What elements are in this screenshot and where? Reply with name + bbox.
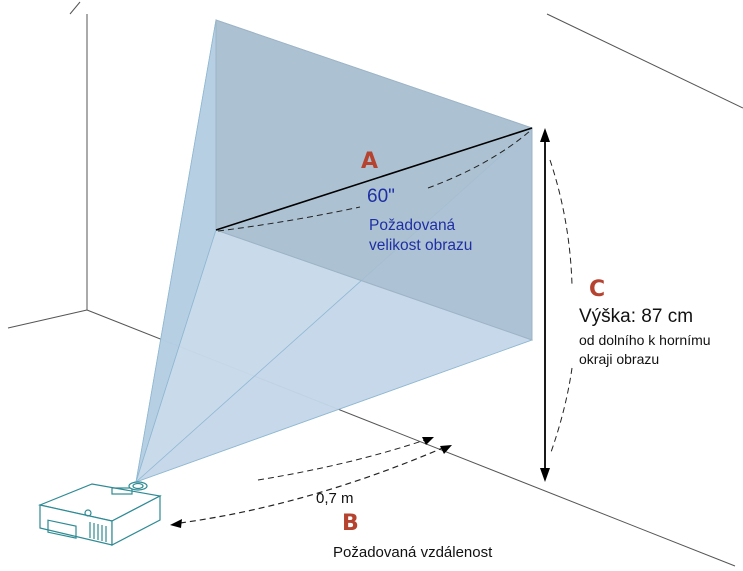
image-size-label-line2: velikost obrazu	[369, 237, 472, 254]
label-b-letter: B	[342, 511, 359, 536]
label-a-letter: A	[361, 149, 378, 174]
floor-left-line	[7, 309, 88, 329]
projector-icon	[37, 481, 162, 546]
distance-callout-arrowhead	[422, 437, 434, 445]
diagonal-size-text: 60"	[367, 186, 395, 207]
distance-callout-upper	[257, 439, 426, 481]
distance-arrow	[170, 445, 452, 528]
distance-label-text: Požadovaná vzdálenost	[333, 544, 493, 561]
height-desc-line2: okraji obrazu	[579, 351, 659, 367]
distance-value-text: 0,7 m	[316, 490, 354, 507]
height-callout-bottom	[549, 367, 573, 456]
diagonal-callout-left	[217, 206, 361, 232]
label-c-letter: C	[589, 277, 605, 302]
diagonal-line	[215, 127, 533, 231]
ceiling-line	[546, 13, 743, 109]
height-arrow	[540, 128, 550, 482]
height-desc-line1: od dolního k hornímu	[579, 332, 711, 348]
height-value-text: Výška: 87 cm	[579, 306, 693, 327]
diagonal-callout-right	[427, 130, 531, 189]
wall-floor-left-stub	[69, 1, 81, 15]
projected-screen	[215, 19, 533, 341]
height-callout-top	[549, 159, 573, 286]
image-size-label-line1: Požadovaná	[369, 217, 456, 234]
